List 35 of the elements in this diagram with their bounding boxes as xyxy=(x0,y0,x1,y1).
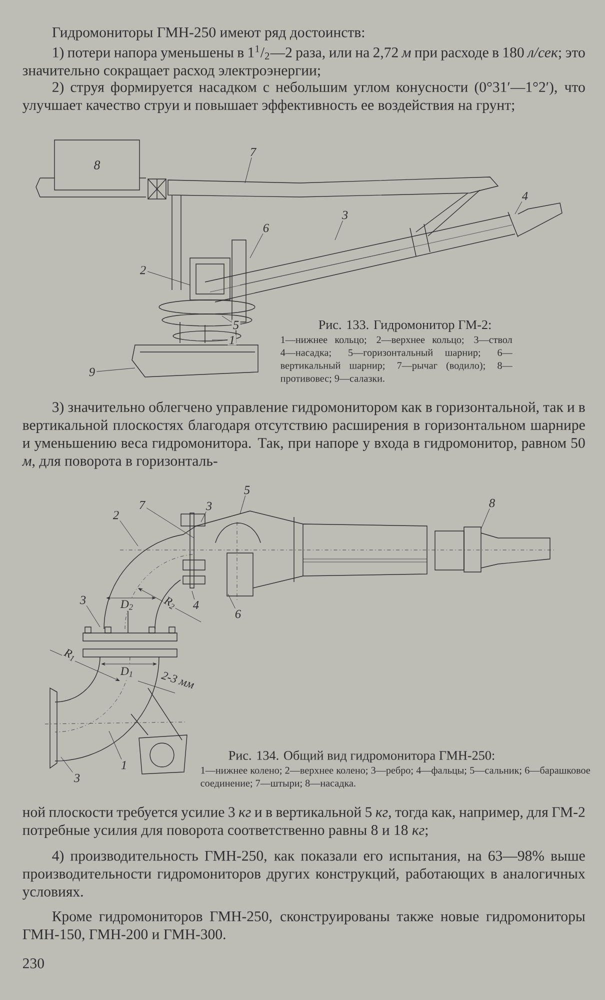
leader-line xyxy=(108,730,122,760)
dimension-label: R$_{1}$ xyxy=(63,648,74,662)
leader-line xyxy=(86,605,100,628)
leader-line xyxy=(240,495,246,514)
figure-caption: Рис. 133. Гидромонитор ГМ-2: xyxy=(318,320,491,332)
leader-line xyxy=(192,590,195,600)
paragraph: 2) струя формируется насадком с небольшим углом конусности (0°31′—1°2′), что улучшает качество струи и повышает эффективность ее воздействия на грунт; xyxy=(22,81,585,114)
paragraph: 4) производительность ГМН-250, как показали его испытания, на 63—98% выше производительности гидромониторов других конструкций, работающих в аналогичных условиях. xyxy=(22,850,586,900)
leader-line xyxy=(334,220,343,240)
paragraph: 3) значительно облегчено управление гидромонитором как в горизонтальной, так и в вертикальной плоскостях благодаря отсутствию расширения в горизонтальном шарнире и уменьшению веса гидромонитора. Так, при напоре у входа в гидромонитор, равном 50 м, для поворота в горизонталь- xyxy=(22,401,585,469)
caption-text: 1—нижнее кольцо; 2—верхнее кольцо; 3—ствол 4—насадка; 5—горизонтальный шарнир; 6—вертикальный шарнир; 7—рычаг (водило); 8—противовес; 9—салазки. xyxy=(280,336,512,384)
leader-line xyxy=(228,594,236,609)
counterweight-box: 8 xyxy=(54,140,140,190)
dimension-label: R$_{2}$ xyxy=(163,596,174,610)
caption-text: 1—нижнее колено; 2—верхнее колено; 3—ребро; 4—фальцы; 5—сальник; 6—барашковое соединение; 7—штыри; 8—насадка. xyxy=(200,766,590,789)
paragraph: Гидромониторы ГМН-250 имеют ряд достоинств: xyxy=(52,27,364,40)
leader-line xyxy=(200,511,206,522)
leader-line xyxy=(120,520,138,546)
leader-line xyxy=(96,368,136,372)
paragraph: ной плоскости требуется усилие 3 кг и в вертикальной 5 кг, тогда как, например, для ГМ-2 потребные усилия для поворота соответственно равны 8 и 18 кг; xyxy=(22,806,585,838)
leader-line xyxy=(514,201,522,214)
leader-line xyxy=(222,316,232,322)
dimension-label: D$_{1}$ xyxy=(120,667,132,677)
leader-line xyxy=(146,508,194,538)
leader-line xyxy=(147,271,190,286)
leader-line xyxy=(60,756,73,773)
paragraph: Кроме гидромониторов ГМН-250, сконструированы также новые гидромониторы ГМН-150, ГМН-200 и ГМН-300. xyxy=(22,911,586,942)
dimension-label: D$_{2}$ xyxy=(120,600,133,610)
leader-line xyxy=(250,233,264,258)
leader-line xyxy=(480,508,490,530)
figure-caption: Рис. 134. Общий вид гидромонитора ГМН-250: xyxy=(228,750,494,763)
page-number: 230 xyxy=(23,958,44,968)
dimension-label: 2-3 мм xyxy=(160,672,194,689)
leader-line xyxy=(244,157,252,184)
paragraph: 1) потери напора уменьшены в 1$^{1}$/$_{2}$—2 раза, или на 2,72 м при расходе в 180 л/сек; это значительно сокращает расход электроэнергии; xyxy=(22,45,585,78)
